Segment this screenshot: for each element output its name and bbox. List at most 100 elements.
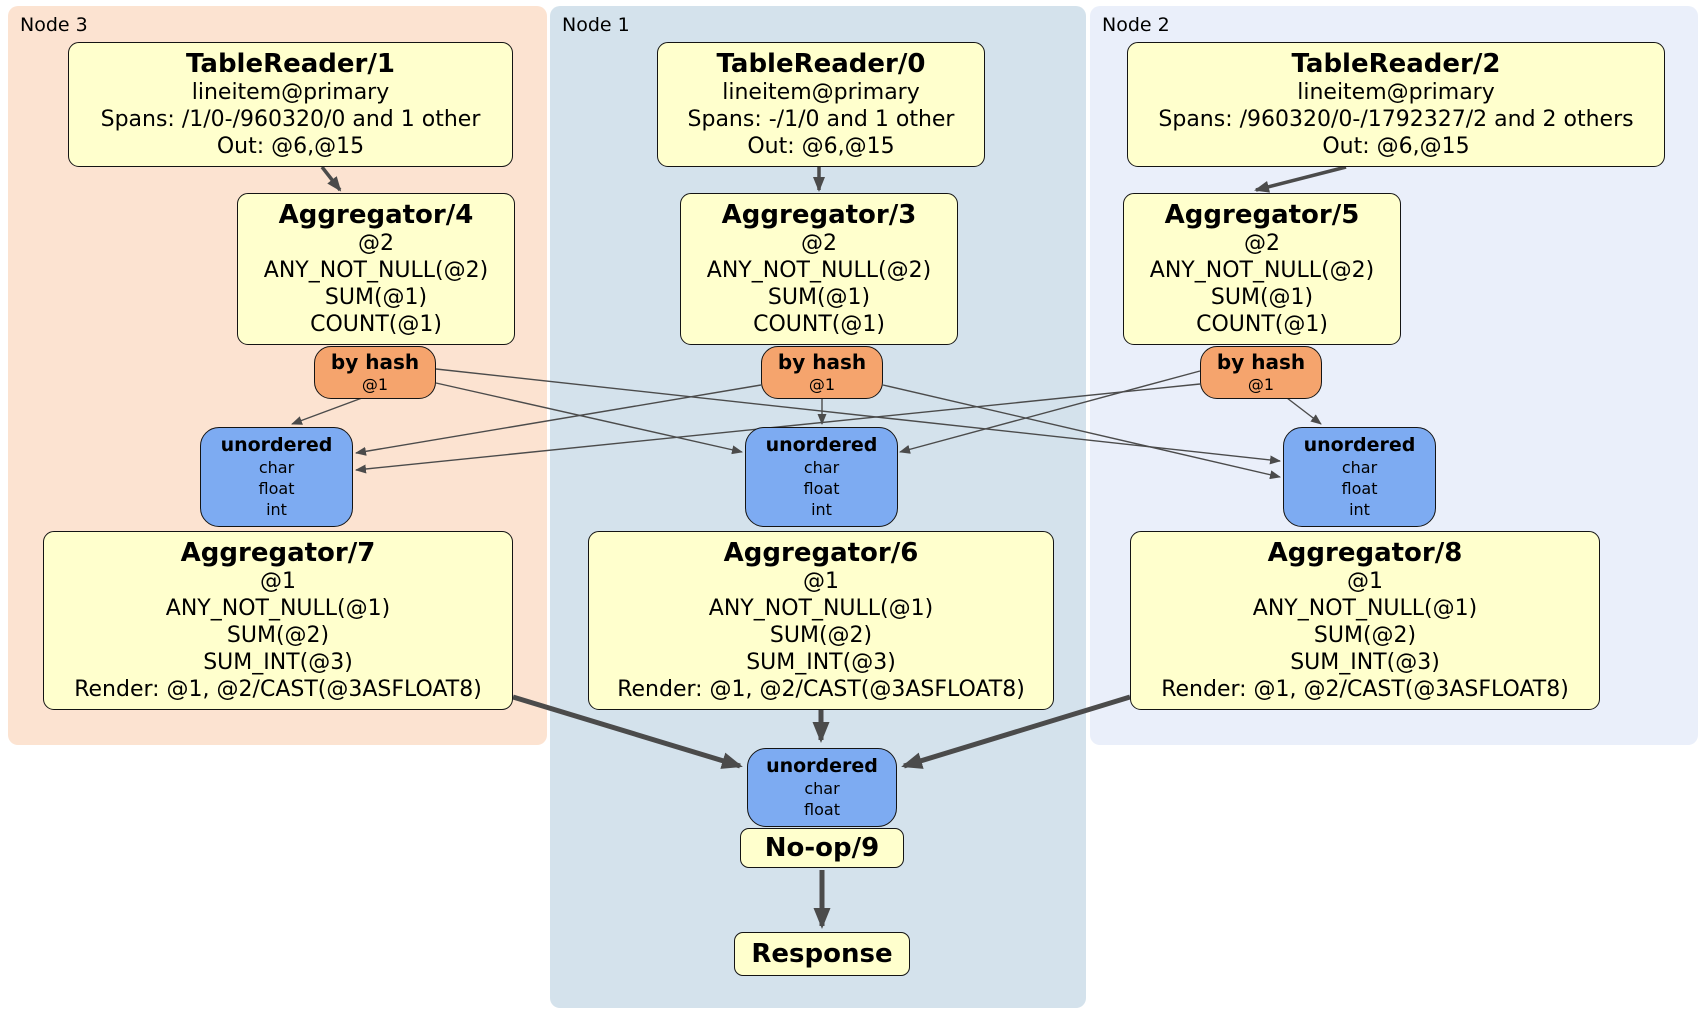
box-line: Render: @1, @2/CAST(@3ASFLOAT8) (74, 677, 482, 702)
hash-router-node3: by hash @1 (314, 346, 436, 399)
box-line: ANY_NOT_NULL(@1) (1252, 596, 1478, 621)
sync-line: float (258, 479, 295, 498)
box-line: COUNT(@1) (310, 312, 442, 337)
box-line: ANY_NOT_NULL(@2) (263, 258, 489, 283)
box-line: Render: @1, @2/CAST(@3ASFLOAT8) (617, 677, 1025, 702)
aggregator-5-box: Aggregator/5 @2 ANY_NOT_NULL(@2) SUM(@1)… (1123, 193, 1401, 345)
sync-line: int (811, 500, 832, 519)
box-line: Spans: /960320/0-/1792327/2 and 2 others (1158, 107, 1634, 132)
box-line: lineitem@primary (191, 80, 390, 105)
tablereader-1-box: TableReader/1 lineitem@primary Spans: /1… (68, 42, 513, 167)
sync-line: char (803, 458, 840, 477)
box-line: Out: @6,@15 (216, 134, 365, 159)
box-title: Aggregator/8 (1267, 538, 1463, 568)
response-box: Response (734, 932, 910, 976)
aggregator-3-box: Aggregator/3 @2 ANY_NOT_NULL(@2) SUM(@1)… (680, 193, 958, 345)
box-line: @1 (803, 569, 839, 594)
node-label: Node 3 (20, 14, 88, 36)
edge-tablereader1-aggregator4 (320, 165, 342, 192)
node-label: Node 2 (1102, 14, 1170, 36)
box-line: COUNT(@1) (753, 312, 885, 337)
box-title: TableReader/0 (716, 49, 926, 79)
box-title: TableReader/2 (1291, 49, 1501, 79)
edge-hash2-sync1 (899, 370, 1201, 454)
box-line: SUM_INT(@3) (746, 650, 896, 675)
box-title: TableReader/1 (186, 49, 395, 79)
box-line: ANY_NOT_NULL(@2) (706, 258, 932, 283)
sync-title: unordered (220, 434, 333, 456)
edge-hash3-sync3 (291, 397, 363, 425)
box-title: Aggregator/6 (723, 538, 919, 568)
box-line: SUM(@1) (1210, 285, 1314, 310)
sync-title: unordered (765, 434, 878, 456)
sync-line: char (258, 458, 295, 477)
router-subtitle: @1 (808, 375, 836, 394)
sync-title: unordered (766, 755, 878, 777)
router-title: by hash (777, 350, 867, 374)
edge-hash2-sync2 (1286, 397, 1322, 425)
router-subtitle: @1 (1247, 375, 1275, 394)
box-title: Aggregator/7 (180, 538, 376, 568)
router-subtitle: @1 (361, 375, 389, 394)
box-line: ANY_NOT_NULL(@1) (708, 596, 934, 621)
box-line: ANY_NOT_NULL(@2) (1149, 258, 1375, 283)
box-line: @2 (801, 231, 837, 256)
box-line: SUM(@2) (769, 623, 873, 648)
box-line: SUM(@2) (226, 623, 330, 648)
box-title: Aggregator/5 (1164, 200, 1360, 230)
edge-aggregator8-outputsync (901, 694, 1131, 769)
tablereader-2-box: TableReader/2 lineitem@primary Spans: /9… (1127, 42, 1665, 167)
edge-hash1-sync3 (355, 384, 762, 456)
box-line: Spans: -/1/0 and 1 other (687, 107, 955, 132)
box-line: SUM_INT(@3) (1290, 650, 1440, 675)
box-line: SUM(@2) (1313, 623, 1417, 648)
box-line: @1 (260, 569, 296, 594)
sync-line: char (804, 779, 840, 798)
sync-line: int (266, 500, 287, 519)
box-title: Aggregator/3 (721, 200, 917, 230)
box-line: Render: @1, @2/CAST(@3ASFLOAT8) (1161, 677, 1569, 702)
box-line: @2 (358, 231, 394, 256)
box-line: SUM_INT(@3) (203, 650, 353, 675)
box-title: Response (751, 939, 893, 969)
sync-line: float (804, 800, 840, 819)
edge-aggregator7-outputsync (512, 694, 743, 769)
noop-box: No-op/9 (740, 828, 904, 868)
edge-hash3-sync2 (435, 368, 1281, 465)
aggregator-8-box: Aggregator/8 @1 ANY_NOT_NULL(@1) SUM(@2)… (1130, 531, 1600, 710)
box-line: lineitem@primary (722, 80, 920, 105)
box-line: Spans: /1/0-/960320/0 and 1 other (100, 107, 481, 132)
edge-tablereader2-aggregator5 (1254, 165, 1347, 193)
box-line: @1 (1347, 569, 1383, 594)
sync-line: float (803, 479, 840, 498)
router-title: by hash (1216, 350, 1306, 374)
unordered-sync-node3: unordered char float int (200, 427, 353, 527)
hash-router-node1: by hash @1 (761, 346, 883, 399)
box-line: SUM(@1) (324, 285, 428, 310)
unordered-sync-node2: unordered char float int (1283, 427, 1436, 527)
tablereader-0-box: TableReader/0 lineitem@primary Spans: -/… (657, 42, 985, 167)
aggregator-6-box: Aggregator/6 @1 ANY_NOT_NULL(@1) SUM(@2)… (588, 531, 1054, 710)
unordered-sync-node1: unordered char float int (745, 427, 898, 527)
box-line: SUM(@1) (767, 285, 871, 310)
aggregator-7-box: Aggregator/7 @1 ANY_NOT_NULL(@1) SUM(@2)… (43, 531, 513, 710)
edge-hash3-sync1 (435, 382, 743, 455)
sync-line: int (1349, 500, 1370, 519)
box-line: @2 (1244, 231, 1280, 256)
router-title: by hash (330, 350, 420, 374)
node-label: Node 1 (562, 14, 630, 36)
sync-line: float (1341, 479, 1378, 498)
box-line: lineitem@primary (1297, 80, 1495, 105)
hash-router-node2: by hash @1 (1200, 346, 1322, 399)
box-line: ANY_NOT_NULL(@1) (165, 596, 391, 621)
edge-hash1-sync2 (882, 384, 1281, 480)
box-line: Out: @6,@15 (1322, 134, 1470, 159)
box-title: No-op/9 (764, 833, 880, 863)
box-title: Aggregator/4 (278, 200, 474, 230)
box-line: COUNT(@1) (1196, 312, 1328, 337)
box-line: Out: @6,@15 (747, 134, 895, 159)
aggregator-4-box: Aggregator/4 @2 ANY_NOT_NULL(@2) SUM(@1)… (237, 193, 515, 345)
unordered-sync-output: unordered char float (747, 748, 897, 827)
sync-line: char (1341, 458, 1378, 477)
